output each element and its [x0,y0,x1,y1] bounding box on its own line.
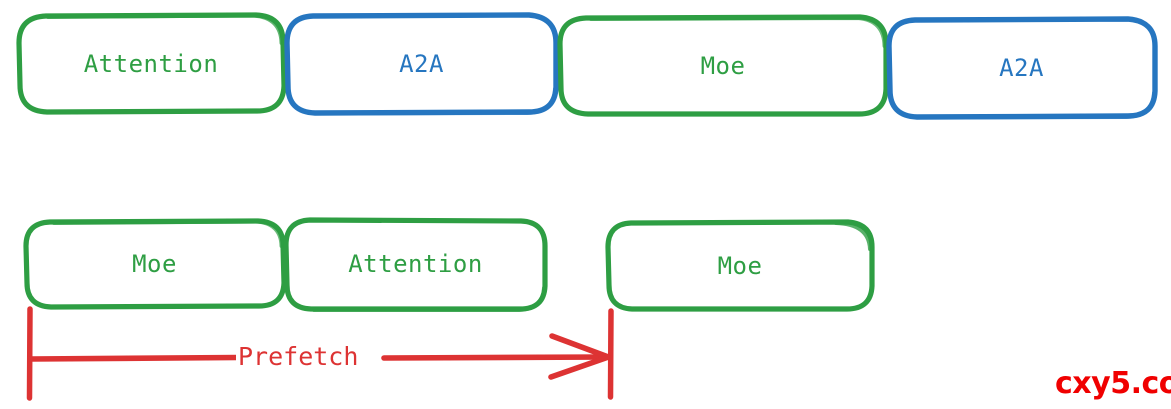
prefetch-arrow-head-lower [548,354,610,380]
box-text: Moe [132,250,177,278]
box-text: Moe [717,251,763,280]
box-label-moe-top: Moe [559,17,887,114]
box-text: Moe [700,51,746,80]
prefetch-label: Prefetch [236,342,361,371]
box-text: A2A [999,53,1044,82]
box-text: A2A [399,49,444,78]
box-label-moe-bottom-1: Moe [25,221,284,307]
prefetch-start-tick [26,306,33,401]
box-text: Attention [83,49,219,78]
prefetch-arrow-shaft-left [28,354,241,362]
box-text: Attention [348,250,483,278]
prefetch-arrow-shaft-right [381,354,611,361]
watermark-cxy5: cxy5.com [1055,366,1171,401]
box-label-a2a-top-1: A2A [286,15,557,112]
box-label-moe-bottom-2: Moe [607,222,873,309]
prefetch-end-tick [607,308,614,400]
box-label-attention-bottom: Attention [285,219,546,309]
box-label-a2a-top-2: A2A [888,19,1155,116]
prefetch-arrow-head [549,333,610,360]
box-label-attention-top: Attention [18,15,284,112]
